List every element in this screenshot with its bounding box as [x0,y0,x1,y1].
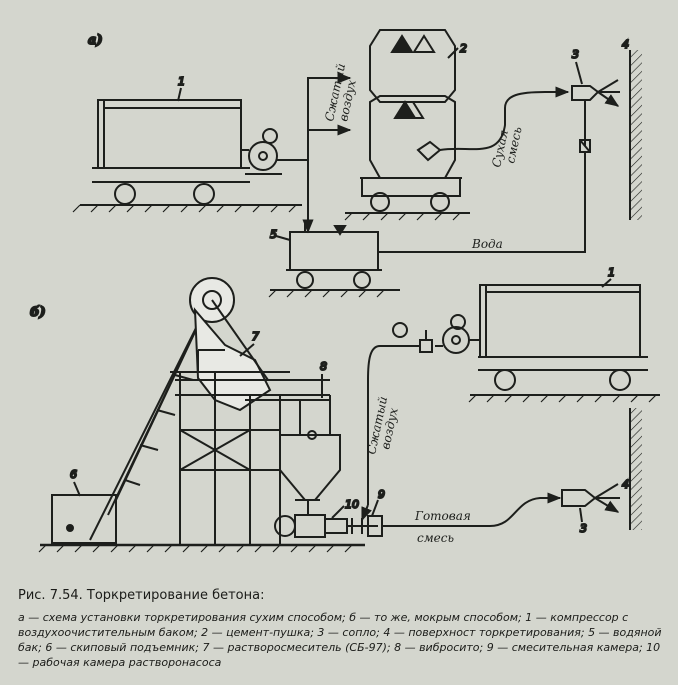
legend-text: — вибросито; [401,641,487,654]
label-b1: 1 [608,266,615,279]
legend-key: 7 [202,641,210,654]
legend-text: — схема установки торкретирования сухим … [24,611,350,624]
label-a4: 4 [622,38,629,51]
torcreting-diagram: а) 1 [29,29,660,553]
caption-title: Рис. 7.54. Торкретирование бетона: [18,588,265,603]
label-a2: 2 [460,42,467,55]
label-a5: 5 [270,228,277,241]
legend-text: — рабочая камера растворонасоса [18,656,222,669]
legend-key: 4 [383,626,391,639]
label-b9: 9 [378,488,385,501]
nozzle-a [571,79,620,153]
label-a1: 1 [178,75,185,88]
label-b3: 3 [580,522,587,535]
surface-b [630,408,642,530]
label-b7: 7 [252,330,259,343]
legend-key: 10 [646,641,661,654]
legend-text: — скиповый подъемник; [52,641,203,654]
label-b6: 6 [70,468,77,481]
legend-key: 1 [525,611,533,624]
legend-key: 2 [201,626,209,639]
legend-key: 5 [588,626,596,639]
annot-ready-mix-2: смесь [417,531,454,545]
cement-gun [360,29,462,212]
skip-hoist [51,299,211,546]
mixer-platform [170,277,330,545]
water-tank [286,222,382,289]
legend-text: — цемент-пушка; [208,626,318,639]
panel-a-label: а) [88,33,103,48]
legend-text: — компрессор с воздухоочистительным бако… [18,611,629,639]
surface-a [630,50,642,220]
legend-text: — сопло; [324,626,384,639]
legend-key: 8 [394,641,402,654]
label-b8: 8 [320,360,327,373]
compressor-unit-a [92,99,302,205]
legend-text: — смесительная камера; [493,641,647,654]
label-b4: 4 [622,478,629,491]
annot-ready-mix-1: Готовая [414,509,471,523]
vibro-sieve [245,395,341,515]
legend-text: — водяной бак; [18,626,662,654]
legend-key: а [18,611,25,624]
figure-caption: Рис. 7.54. Торкретирование бетона: а — с… [18,588,673,670]
annot-water: Вода [471,237,503,251]
legend-key: 3 [317,626,325,639]
pump-chambers [274,514,383,538]
legend-key: 6 [45,641,53,654]
label-a3: 3 [572,48,579,61]
legend-key: 9 [486,641,494,654]
label-b10: 10 [345,498,359,511]
panel-b-label: б) [30,305,46,320]
compressor-unit-b [392,284,648,391]
nozzle-b [561,483,620,512]
legend-key: б [349,611,357,624]
legend-text: — растворосмеситель (СБ-97); [209,641,395,654]
caption-body: а — схема установки торкретирования сухи… [18,610,673,670]
legend-text: — то же, мокрым способом; [356,611,526,624]
legend-text: — поверхност торкретирования; [390,626,589,639]
